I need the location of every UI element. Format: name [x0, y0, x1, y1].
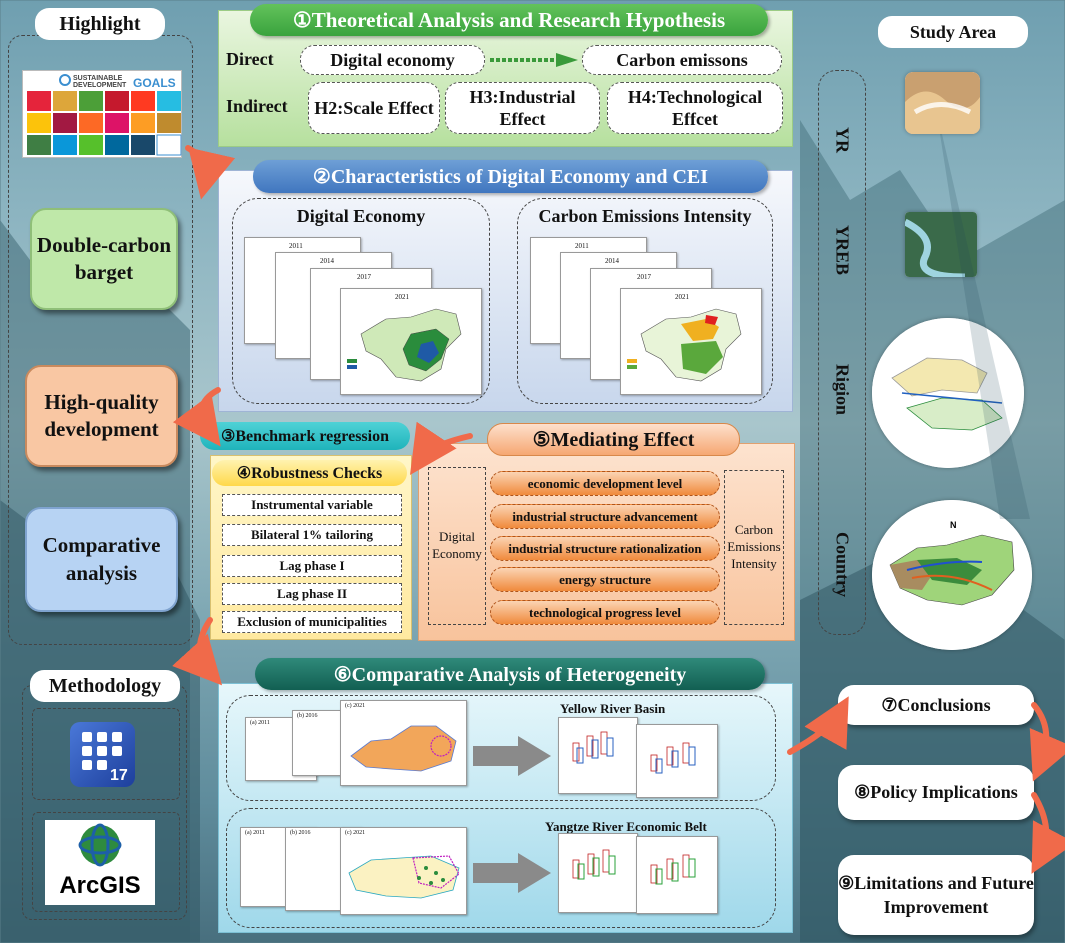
h2-scale-effect-box: H2:Scale Effect	[308, 82, 440, 134]
policy-implications-box: ⑧Policy Implications	[838, 765, 1034, 820]
stata-version: 17	[110, 767, 128, 784]
sdg-goals-logo: SUSTAINABLE DEVELOPMENT GOALS	[22, 70, 182, 158]
yangtze-title: Yangtze River Economic Belt	[545, 819, 707, 834]
region-map-circle	[872, 318, 1024, 468]
arcgis-label: ArcGIS	[59, 872, 140, 899]
globe-icon	[78, 823, 122, 867]
country-map-circle: N	[872, 500, 1032, 650]
de-map-2021: 2021	[340, 288, 482, 395]
robustness-item: Instrumental variable	[222, 494, 402, 516]
arcgis-logo: ArcGIS	[45, 820, 155, 905]
digital-economy-panel-title: Digital Economy	[296, 206, 426, 226]
gray-arrow-icon-2	[473, 853, 553, 893]
digital-economy-box: Digital economy	[300, 45, 485, 75]
sdg-goals-text: GOALS	[133, 76, 176, 90]
mediator-item: industrial structure advancement	[490, 504, 720, 529]
robustness-item: Lag phase I	[222, 555, 402, 577]
stata-logo-icon: 17	[70, 722, 135, 787]
cei-year-2017: 2017	[637, 273, 651, 281]
section2-title: ②Characteristics of Digital Economy and …	[253, 160, 768, 193]
h3-industrial-effect-box: H3:Industrial Effect	[445, 82, 600, 134]
yellow-river-title: Yellow River Basin	[560, 701, 666, 716]
cei-year-2021: 2021	[675, 293, 689, 301]
sdg-header-2: DEVELOPMENT	[73, 82, 127, 89]
cei-choropleth-map	[627, 308, 742, 382]
direct-arrow-icon	[488, 52, 580, 68]
yreb-map-c: (c) 2021	[340, 827, 467, 915]
mediator-item: energy structure	[490, 567, 720, 592]
study-area-label-yr: YR	[832, 127, 853, 153]
section6-title: ⑥Comparative Analysis of Heterogeneity	[255, 658, 765, 690]
sdg-header-1: SUSTAINABLE	[73, 75, 123, 82]
arrow-s2-to-s3	[172, 387, 221, 447]
yr-basin-map	[350, 725, 457, 772]
yreb-photo	[905, 212, 977, 277]
arrow-highlight-to-s2	[185, 145, 236, 200]
digital-economy-node: Digital Economy	[428, 467, 486, 625]
h4-technological-effect-box: H4:Technological Effcet	[607, 82, 783, 134]
section4-title: ④Robustness Checks	[212, 460, 407, 486]
sdg-grid-icon: SUSTAINABLE DEVELOPMENT GOALS	[27, 74, 182, 156]
study-area-label-yreb: YREB	[832, 224, 853, 275]
mediator-item: industrial structure rationalization	[490, 536, 720, 561]
section5-title: ⑤Mediating Effect	[487, 423, 740, 456]
yr-map-c: (c) 2021	[340, 700, 467, 786]
north-arrow-icon: N	[950, 520, 957, 530]
yreb-belt-map	[348, 855, 460, 899]
arrow-s5-to-s4	[410, 421, 473, 475]
yangtze-panel	[226, 808, 776, 928]
indirect-label: Indirect	[226, 96, 288, 116]
de-year-2021: 2021	[395, 293, 409, 301]
section3-title: ③Benchmark regression	[200, 422, 410, 450]
yellow-river-panel	[226, 695, 776, 801]
digital-economy-map-panel	[232, 198, 490, 404]
stata-box	[32, 708, 180, 800]
cei-map-panel	[517, 198, 773, 404]
arrow-c8-to-c9	[1031, 792, 1065, 874]
robustness-item: Bilateral 1% tailoring	[222, 524, 402, 546]
conclusions-box: ⑦Conclusions	[838, 685, 1034, 725]
mediator-item: economic development level	[490, 471, 720, 496]
cei-year-2011: 2011	[575, 242, 589, 250]
study-area-label-region: Rigion	[832, 364, 853, 416]
study-area-label-country: Country	[832, 532, 853, 598]
arrow-s6-to-c7	[787, 696, 849, 755]
highlight-item-high-quality: High-quality development	[25, 365, 178, 467]
cei-map-2021: 2021	[620, 288, 762, 395]
direct-label: Direct	[226, 49, 274, 69]
de-year-2017: 2017	[357, 273, 371, 281]
de-year-2011: 2011	[289, 242, 303, 250]
arrow-c7-to-c8	[1029, 702, 1065, 782]
yr-photo	[905, 72, 980, 134]
arcgis-box	[32, 812, 180, 912]
robustness-item: Lag phase II	[222, 583, 402, 605]
highlight-title: Highlight	[35, 8, 165, 40]
section1-title: ①Theoretical Analysis and Research Hypot…	[250, 4, 768, 36]
limitations-box: ⑨Limitations and Future Improvement	[838, 855, 1034, 935]
robustness-item: Exclusion of municipalities	[222, 611, 402, 633]
gray-arrow-icon	[473, 736, 553, 776]
study-area-title: Study Area	[878, 16, 1028, 48]
cei-node: Carbon Emissions Intensity	[724, 470, 784, 625]
de-choropleth-map	[347, 308, 462, 382]
mediator-item: technological progress level	[490, 600, 720, 625]
study-area-labels-column	[818, 70, 866, 635]
de-year-2014: 2014	[320, 257, 334, 265]
highlight-item-double-carbon: Double-carbon barget	[30, 208, 178, 310]
arrow-s4-to-s6	[172, 617, 223, 686]
highlight-item-comparative: Comparative analysis	[25, 507, 178, 612]
cei-panel-title: Carbon Emissions Intensity	[538, 206, 752, 226]
cei-year-2014: 2014	[605, 257, 619, 265]
methodology-title: Methodology	[30, 670, 180, 702]
yreb-boxplot-2	[636, 836, 718, 914]
yr-boxplot-2	[636, 724, 718, 798]
carbon-emissions-box: Carbon emissons	[582, 45, 782, 75]
yreb-boxplot-1	[558, 833, 638, 913]
zoom-cone-decoration	[940, 134, 1030, 519]
